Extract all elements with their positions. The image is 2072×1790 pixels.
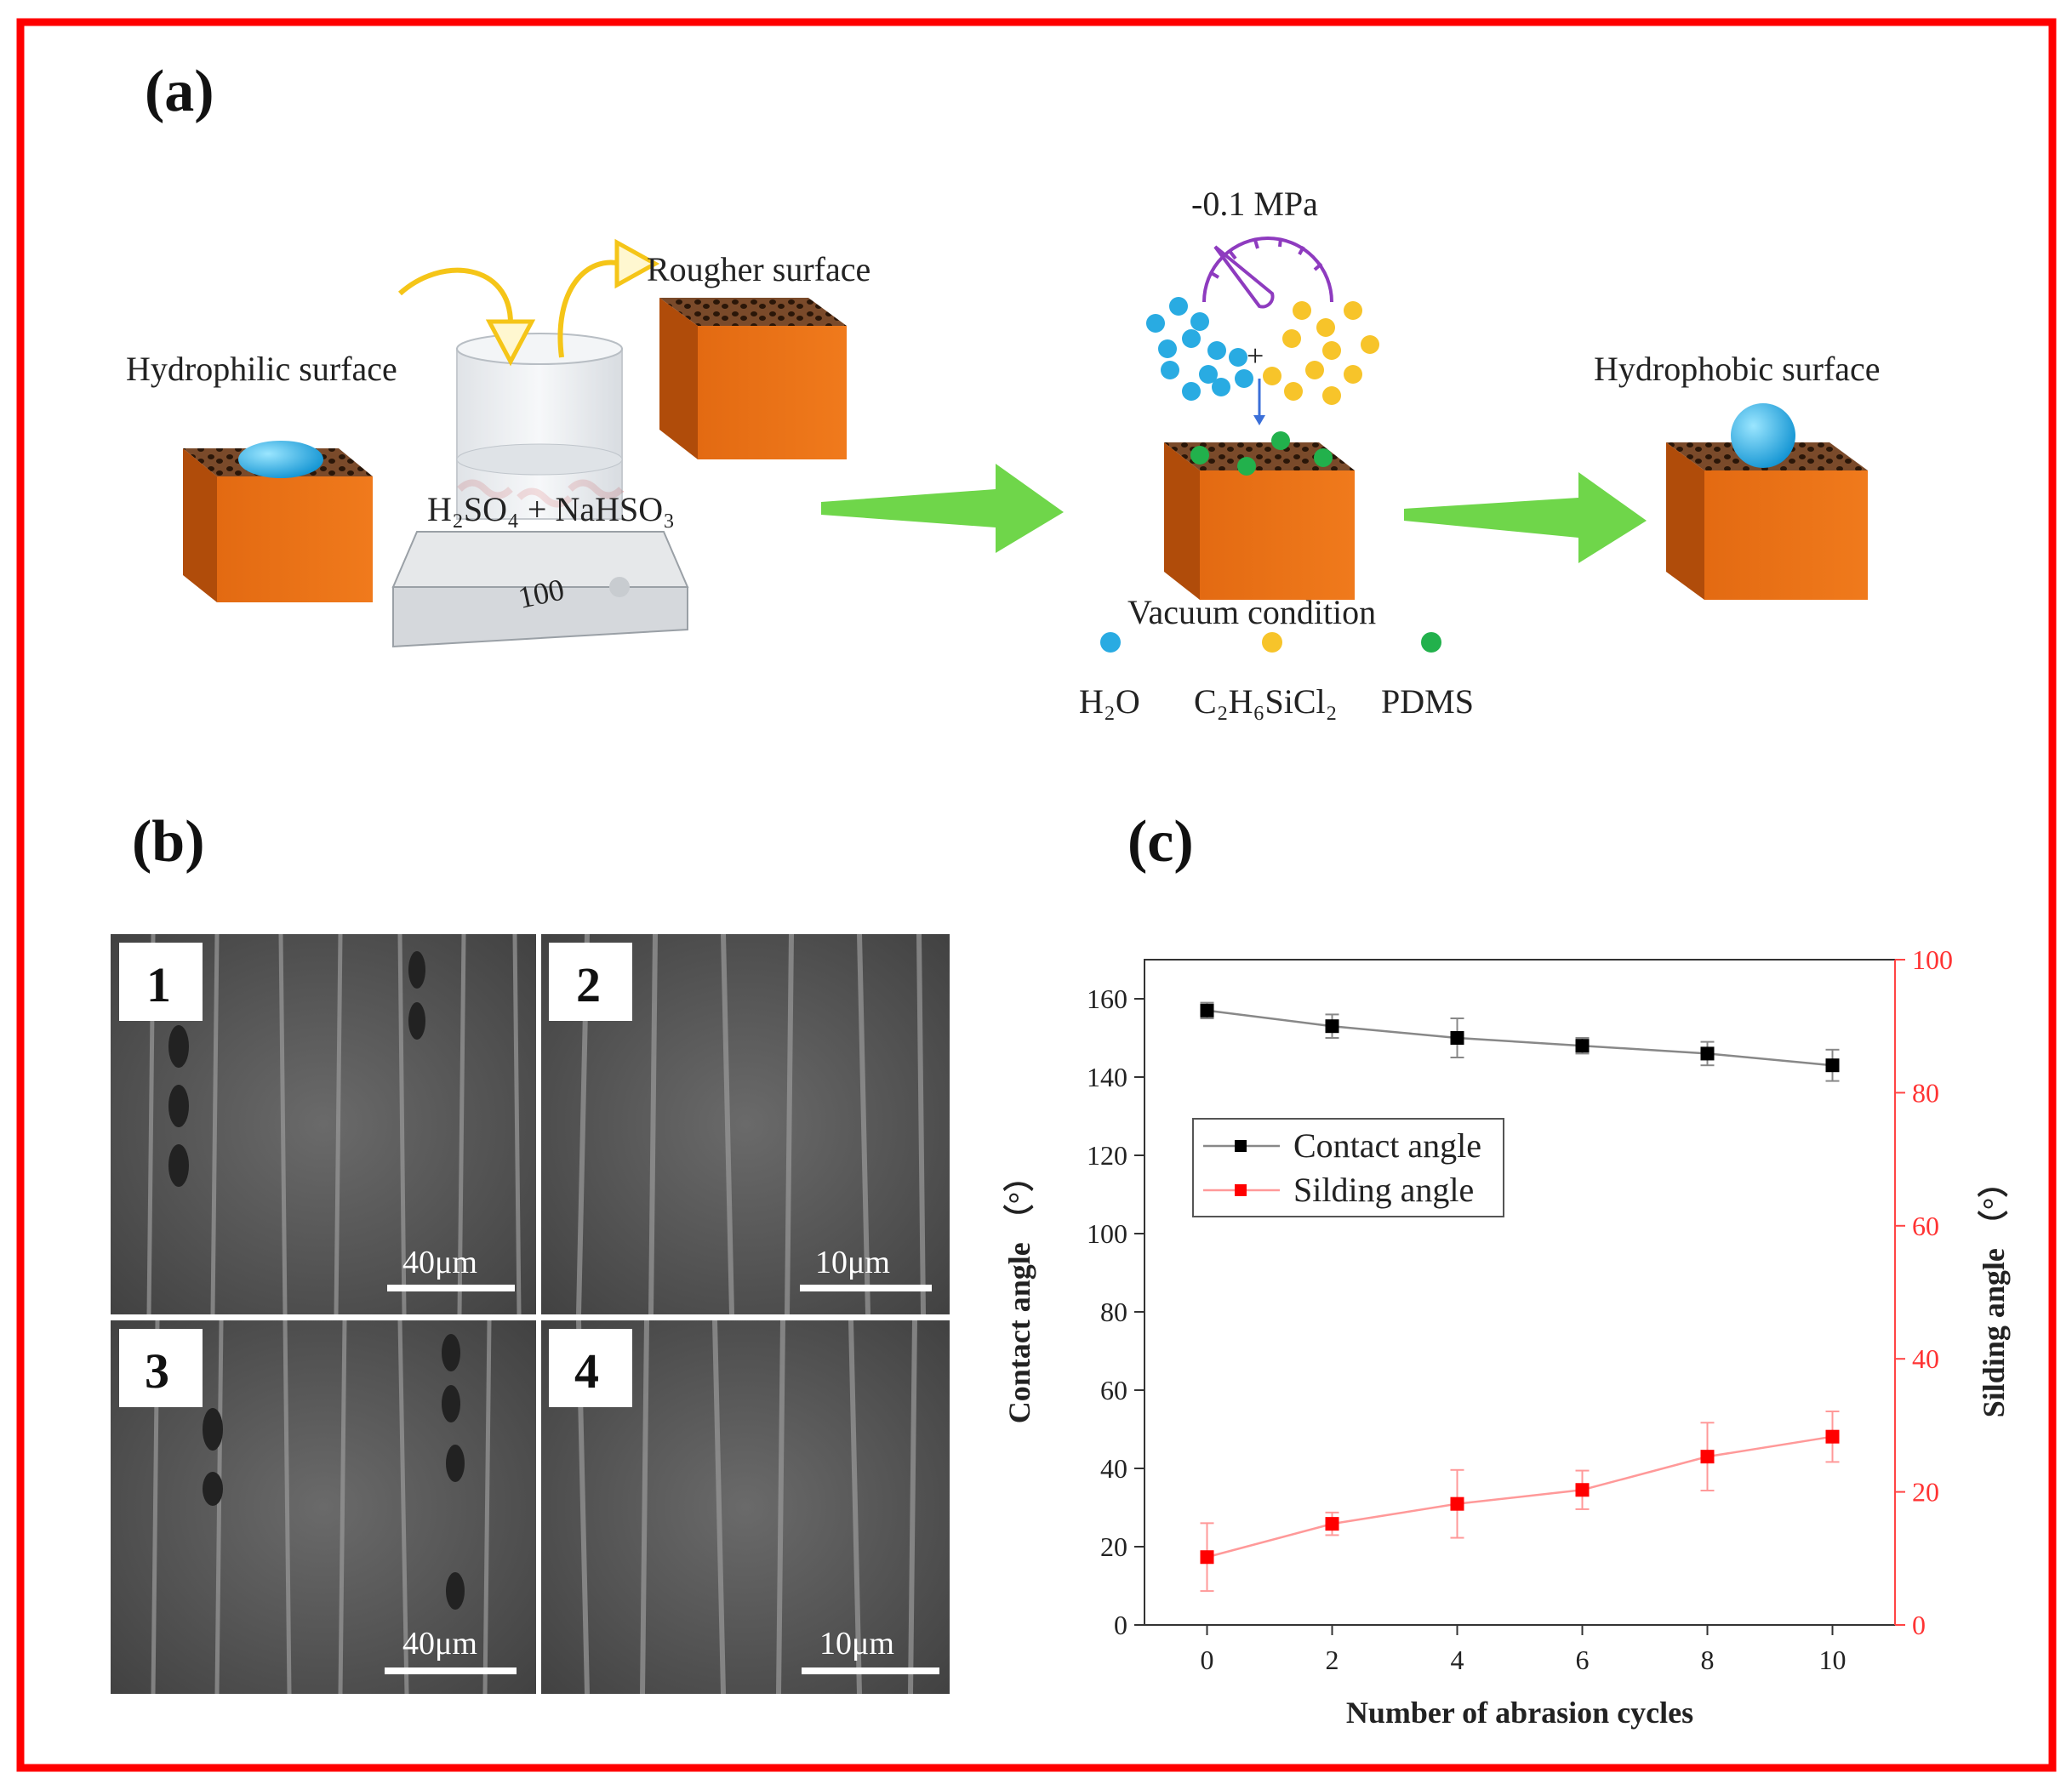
sem-image-3: 3 40μm bbox=[111, 1320, 536, 1695]
data-point-0-0 bbox=[1200, 1003, 1214, 1018]
panel-b-letter: (b) bbox=[132, 809, 205, 875]
y2-tick-label-5: 100 bbox=[1912, 944, 1953, 975]
data-point-1-4 bbox=[1700, 1450, 1715, 1464]
sem-image-4: 4 10μm bbox=[541, 1320, 950, 1695]
x-tick-label-4: 8 bbox=[1701, 1645, 1715, 1675]
sem-scale-text-3: 40μm bbox=[402, 1626, 477, 1662]
sem-number-4: 4 bbox=[574, 1343, 599, 1399]
y-tick-label-6: 120 bbox=[1087, 1140, 1127, 1171]
water-molecules bbox=[1146, 297, 1253, 401]
y-tick-label-0: 0 bbox=[1114, 1610, 1127, 1640]
rougher-label: Rougher surface bbox=[647, 250, 870, 288]
data-point-0-1 bbox=[1325, 1019, 1339, 1034]
data-point-0-3 bbox=[1575, 1039, 1590, 1053]
legend-label-1: Silding angle bbox=[1293, 1171, 1474, 1209]
sem-number-2: 2 bbox=[576, 957, 601, 1012]
legend-dot-water bbox=[1100, 632, 1121, 653]
panel-a-letter: (a) bbox=[145, 59, 214, 124]
plus-sign: + bbox=[1247, 339, 1264, 373]
y-tick-label-1: 20 bbox=[1100, 1531, 1127, 1562]
process-arrow-1 bbox=[821, 464, 1064, 553]
sem-scale-bar-2 bbox=[800, 1285, 932, 1291]
curved-arrows bbox=[397, 238, 660, 367]
vacuum-wood-block bbox=[1164, 431, 1355, 600]
data-point-0-4 bbox=[1700, 1046, 1715, 1061]
y2-tick-label-3: 60 bbox=[1912, 1211, 1939, 1241]
water-droplet-flat bbox=[238, 441, 323, 478]
y-tick-label-4: 80 bbox=[1100, 1297, 1127, 1327]
y2-tick-label-0: 0 bbox=[1912, 1610, 1926, 1640]
rougher-wood-block bbox=[659, 298, 847, 459]
y2-tick-label-2: 40 bbox=[1912, 1343, 1939, 1374]
hydrophilic-wood-block bbox=[183, 441, 373, 602]
legend-label-0: Contact angle bbox=[1293, 1126, 1481, 1165]
sem-grid: 1 40μm 2 10μm bbox=[111, 933, 950, 1695]
y-tick-label-3: 60 bbox=[1100, 1375, 1127, 1405]
vacuum-label: Vacuum condition bbox=[1127, 593, 1376, 631]
legend-label-water: H₂O bbox=[1079, 682, 1140, 721]
legend-box bbox=[1192, 1118, 1504, 1217]
hotplate: 100 bbox=[391, 479, 689, 648]
panel-b: (b) 1 40μm bbox=[111, 809, 950, 1695]
data-point-1-3 bbox=[1575, 1483, 1590, 1497]
x-tick-label-5: 10 bbox=[1819, 1645, 1847, 1675]
sem-scale-bar-3 bbox=[385, 1667, 517, 1674]
data-point-1-0 bbox=[1200, 1550, 1214, 1565]
sem-image-1: 1 40μm bbox=[111, 933, 536, 1315]
sem-image-2: 2 10μm bbox=[541, 933, 950, 1315]
data-point-0-2 bbox=[1450, 1031, 1464, 1045]
y2-axis-title: Silding angle （°） bbox=[1977, 1167, 2011, 1417]
x-tick-label-1: 2 bbox=[1326, 1645, 1339, 1675]
y2-tick-label-1: 20 bbox=[1912, 1477, 1939, 1508]
legend-marker-1 bbox=[1235, 1184, 1247, 1196]
data-point-1-5 bbox=[1825, 1429, 1840, 1444]
y-tick-label-5: 100 bbox=[1087, 1218, 1127, 1249]
y-tick-label-8: 160 bbox=[1087, 983, 1127, 1014]
panel-a: (a) Hydrophilic surface 100 H₂SO₄ + NaHS… bbox=[126, 59, 1881, 721]
data-point-1-1 bbox=[1325, 1517, 1339, 1531]
sem-scale-text-1: 40μm bbox=[402, 1245, 477, 1280]
y-tick-label-7: 140 bbox=[1087, 1062, 1127, 1092]
legend-label-pdms: PDMS bbox=[1381, 682, 1474, 721]
process-arrow-2 bbox=[1404, 472, 1647, 563]
pressure-gauge bbox=[1202, 237, 1333, 309]
x-tick-label-0: 0 bbox=[1201, 1645, 1214, 1675]
beaker bbox=[456, 333, 623, 520]
series-line-1 bbox=[1207, 1435, 1833, 1559]
x-tick-label-3: 6 bbox=[1576, 1645, 1590, 1675]
plot-area-frame bbox=[1144, 959, 1896, 1626]
legend-label-silane: C₂H₆SiCl₂ bbox=[1194, 682, 1338, 721]
sem-scale-bar-4 bbox=[802, 1667, 939, 1674]
sem-scale-bar-1 bbox=[387, 1285, 515, 1291]
legend-dot-silane bbox=[1262, 632, 1282, 653]
sem-scale-text-2: 10μm bbox=[815, 1245, 890, 1280]
hydrophobic-wood-block bbox=[1666, 403, 1868, 600]
x-axis-title: Number of abrasion cycles bbox=[1346, 1696, 1693, 1730]
y2-tick-label-4: 80 bbox=[1912, 1077, 1939, 1108]
sem-number-1: 1 bbox=[146, 957, 171, 1012]
x-tick-label-2: 4 bbox=[1451, 1645, 1464, 1675]
reagent-label: H₂SO₄ + NaHSO₃ bbox=[427, 490, 675, 528]
hydrophobic-label: Hydrophobic surface bbox=[1594, 350, 1881, 388]
series-line-0 bbox=[1207, 1009, 1833, 1067]
y-axis-title: Contact angle （°） bbox=[1002, 1161, 1036, 1423]
y-tick-label-2: 40 bbox=[1100, 1453, 1127, 1484]
legend-marker-0 bbox=[1235, 1140, 1247, 1152]
molecule-legend: H₂O C₂H₆SiCl₂ PDMS bbox=[1079, 632, 1474, 721]
hydrophilic-label: Hydrophilic surface bbox=[126, 350, 397, 388]
legend-dot-pdms bbox=[1421, 632, 1441, 653]
silane-molecules bbox=[1263, 301, 1379, 405]
sem-scale-text-4: 10μm bbox=[819, 1626, 894, 1662]
data-point-1-2 bbox=[1450, 1496, 1464, 1511]
sem-number-3: 3 bbox=[145, 1343, 169, 1399]
panel-c-letter: (c) bbox=[1127, 809, 1194, 875]
pressure-label: -0.1 MPa bbox=[1191, 185, 1318, 223]
water-droplet-sphere bbox=[1731, 403, 1795, 468]
data-point-0-5 bbox=[1825, 1058, 1840, 1073]
figure-frame bbox=[16, 18, 2057, 1772]
